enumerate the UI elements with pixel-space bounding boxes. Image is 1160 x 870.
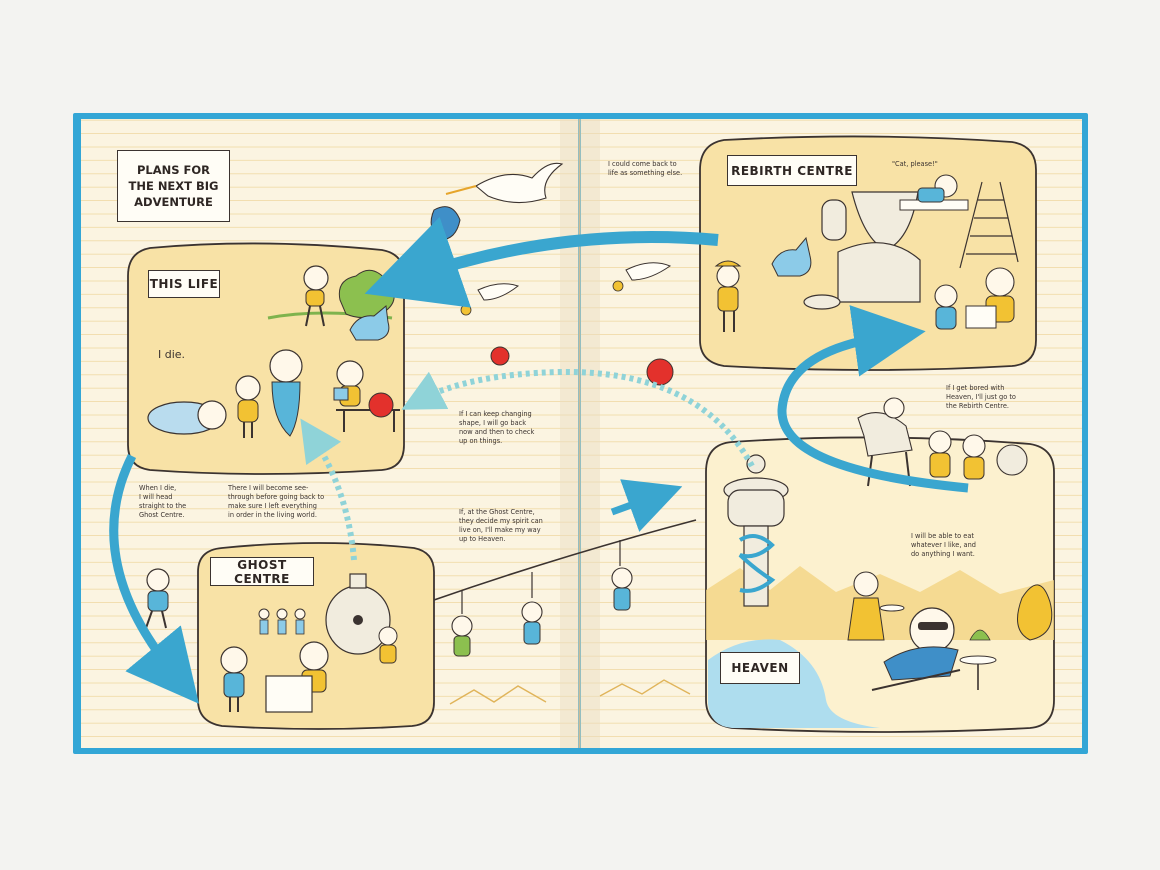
caption-eat: I will be able to eat whatever I like, a… <box>911 532 976 558</box>
ghost-centre-to-this-life-dotted-arrow <box>300 418 357 561</box>
ghost-machine-icon <box>325 573 391 655</box>
caption-changing-shape: If I can keep changing shape, I will go … <box>459 410 535 445</box>
apple-icon <box>490 346 510 366</box>
worker-with-clipboard-figure <box>714 260 742 332</box>
caption-cat-please: "Cat, please!" <box>892 160 938 168</box>
yellow-attendants-figures <box>928 430 1028 480</box>
ghost-queue-figures <box>258 608 306 635</box>
traveller-figure <box>220 646 248 712</box>
page-title: PLANS FOR THE NEXT BIG ADVENTURE <box>128 162 219 210</box>
this-life-to-ghost-centre-arrow <box>109 453 199 704</box>
cable-car-riders <box>451 540 633 657</box>
title-box: PLANS FOR THE NEXT BIG ADVENTURE <box>117 150 230 222</box>
child-walking-figure <box>303 265 329 327</box>
reborn-cat-icon <box>771 236 812 277</box>
heaven-tower-icon <box>723 454 789 607</box>
rebirth-machine-icon <box>803 191 921 310</box>
person-reading-figure <box>333 360 400 432</box>
apple-icon <box>368 392 394 418</box>
ladder-icon <box>959 181 1019 269</box>
yellow-inspector-figure <box>378 626 398 664</box>
rebirth-clerk-figures <box>934 267 1015 330</box>
caption-i-die: I die. <box>158 348 186 361</box>
relaxing-man-figure <box>871 607 961 691</box>
caption-see-through: There I will become see- through before … <box>228 484 325 519</box>
ghost-figure <box>269 349 303 437</box>
caption-bored: If I get bored with Heaven, I'll just go… <box>946 384 1016 410</box>
this-life-label: THIS LIFE <box>148 270 220 298</box>
walking-traveller-figure <box>145 568 170 629</box>
person-on-platform-figure <box>899 174 969 211</box>
ghost-clerk-figure <box>265 641 329 713</box>
waitress-figure <box>847 571 905 641</box>
rebirth-to-this-life-arrow <box>364 216 719 308</box>
cat-icon <box>349 305 390 341</box>
mountain-sketch-right <box>599 679 691 697</box>
rebirth-centre-label: REBIRTH CENTRE <box>727 155 857 186</box>
heaven-mountains <box>706 566 1054 640</box>
heaven-to-this-life-dotted-arrow <box>401 368 755 468</box>
caption-come-back: I could come back to life as something e… <box>608 160 683 177</box>
heaven-to-rebirth-arrow <box>777 305 969 493</box>
autumn-tree-icon <box>1017 584 1053 641</box>
person-lying-down-figure <box>147 400 227 435</box>
caption-ghost-decide: If, at the Ghost Centre, they decide my … <box>459 508 543 543</box>
heaven-label: HEAVEN <box>720 652 800 684</box>
child-standing-figure <box>235 375 261 438</box>
cafe-table-icon <box>959 629 997 690</box>
caption-when-i-die: When I die, I will head straight to the … <box>139 484 187 519</box>
apple-icon <box>646 358 674 386</box>
person-on-camel-figure <box>857 397 913 487</box>
small-stork-right-icon <box>612 262 672 292</box>
ghost-centre-label: GHOST CENTRE <box>210 557 314 586</box>
mountain-sketch <box>449 685 547 705</box>
ghost-to-heaven-arrow <box>610 479 683 532</box>
